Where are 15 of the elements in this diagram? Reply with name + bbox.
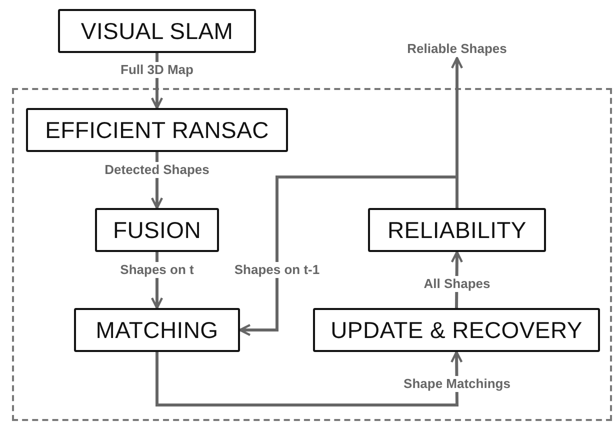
process-box: EFFICIENT RANSAC bbox=[26, 108, 288, 152]
edge-label: All Shapes bbox=[422, 276, 492, 292]
edge-label: Shapes on t bbox=[118, 262, 196, 278]
output-label: Reliable Shapes bbox=[395, 38, 519, 58]
process-box: UPDATE & RECOVERY bbox=[313, 308, 600, 352]
edge-label: Detected Shapes bbox=[102, 162, 212, 178]
edge-label: Full 3D Map bbox=[118, 62, 196, 78]
edge-label: Shapes on t-1 bbox=[232, 262, 322, 278]
arrow bbox=[156, 350, 463, 406]
process-box: FUSION bbox=[95, 208, 219, 252]
process-box: RELIABILITY bbox=[368, 208, 546, 252]
process-box: MATCHING bbox=[74, 308, 240, 352]
process-box: VISUAL SLAM bbox=[58, 9, 256, 53]
arrow bbox=[238, 176, 458, 336]
edge-label: Shape Matchings bbox=[402, 376, 512, 392]
